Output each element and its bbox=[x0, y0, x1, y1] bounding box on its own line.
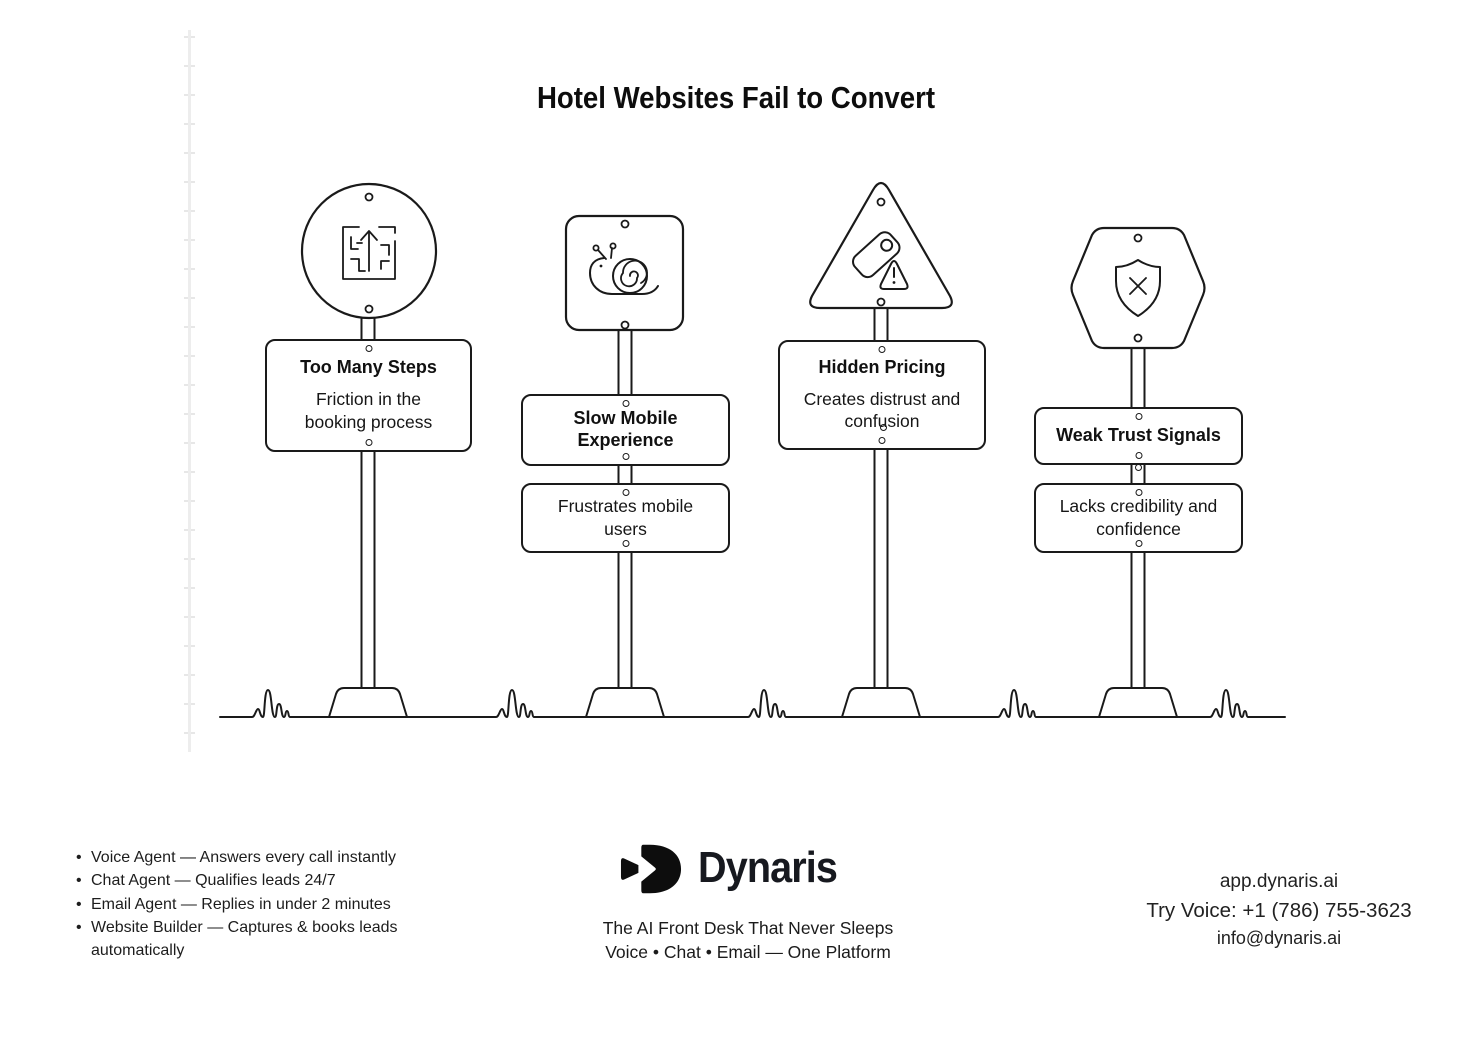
sign-body: Frustrates mobile users bbox=[557, 496, 694, 539]
sign-title: Weak Trust Signals bbox=[1056, 425, 1221, 446]
bolt-icon bbox=[1135, 464, 1142, 471]
price-tag-warning-icon bbox=[852, 231, 909, 290]
sign-bases bbox=[328, 687, 1178, 718]
bolt-icon bbox=[880, 424, 887, 431]
bolt-icon bbox=[1135, 540, 1142, 547]
bolt-icon bbox=[1135, 489, 1142, 496]
ground-line bbox=[219, 689, 1286, 718]
bolt-icon bbox=[365, 439, 372, 446]
brand-name: Dynaris bbox=[698, 843, 838, 892]
tagline-line1: The AI Front Desk That Never Sleeps bbox=[602, 918, 894, 938]
ruler-guide-line bbox=[188, 30, 191, 752]
sign-body: Creates distrust and confusion bbox=[803, 388, 961, 432]
bolt-icon bbox=[1135, 413, 1142, 420]
feature-item: Voice Agent — Answers every call instant… bbox=[73, 846, 445, 870]
sign-box-slow-mobile-body: Frustrates mobile users bbox=[521, 483, 730, 553]
bolt-icon bbox=[878, 437, 886, 444]
tagline-line2: Voice • Chat • Email — One Platform bbox=[605, 942, 891, 962]
feature-item: Email Agent — Replies in under 2 minutes bbox=[73, 893, 445, 917]
sign-body: Lacks credibility and confidence bbox=[1059, 496, 1218, 539]
sign-box-weak-trust-body: Lacks credibility and confidence bbox=[1034, 483, 1243, 553]
sign-body: Friction in the booking process bbox=[304, 389, 433, 432]
bolt-icon bbox=[365, 345, 372, 352]
bolt-icon bbox=[878, 346, 886, 353]
sign-title: Hidden Pricing bbox=[818, 356, 946, 377]
circle-sign bbox=[300, 182, 438, 320]
sign-title: Slow Mobile Experience bbox=[573, 408, 678, 450]
sign-title: Too Many Steps bbox=[300, 357, 437, 378]
bolt-icon bbox=[622, 489, 629, 496]
square-sign bbox=[564, 214, 685, 332]
shield-x-icon bbox=[1115, 259, 1161, 317]
hexagon-sign bbox=[1070, 226, 1206, 350]
feature-list: Voice Agent — Answers every call instant… bbox=[73, 846, 445, 962]
bolt-icon bbox=[622, 453, 629, 460]
maze-arrow-icon bbox=[342, 226, 396, 280]
bolt-icon bbox=[622, 400, 629, 407]
bolt-icon bbox=[1135, 452, 1142, 459]
brand-taglines: The AI Front Desk That Never Sleeps Voic… bbox=[548, 916, 948, 964]
snail-icon bbox=[589, 242, 659, 295]
sign-box-hidden-pricing: Hidden Pricing Creates distrust and conf… bbox=[778, 340, 986, 450]
contact-block: app.dynaris.ai Try Voice: +1 (786) 755-3… bbox=[1108, 868, 1450, 952]
page-title: Hotel Websites Fail to Convert bbox=[536, 80, 936, 115]
feature-item: Website Builder — Captures & books leads… bbox=[73, 916, 445, 963]
sign-box-slow-mobile-title: Slow Mobile Experience bbox=[521, 394, 730, 466]
phone-number: Try Voice: +1 (786) 755-3623 bbox=[1146, 899, 1412, 922]
sign-box-too-many-steps: Too Many Steps Friction in the booking p… bbox=[265, 339, 472, 452]
triangle-sign bbox=[809, 181, 953, 310]
feature-item: Chat Agent — Qualifies leads 24/7 bbox=[73, 869, 445, 893]
dynaris-logo-icon bbox=[620, 844, 682, 894]
sign-box-weak-trust-title: Weak Trust Signals bbox=[1034, 407, 1243, 465]
email-address: info@dynaris.ai bbox=[1216, 928, 1342, 948]
website-url: app.dynaris.ai bbox=[1219, 871, 1339, 892]
bolt-icon bbox=[622, 540, 629, 547]
